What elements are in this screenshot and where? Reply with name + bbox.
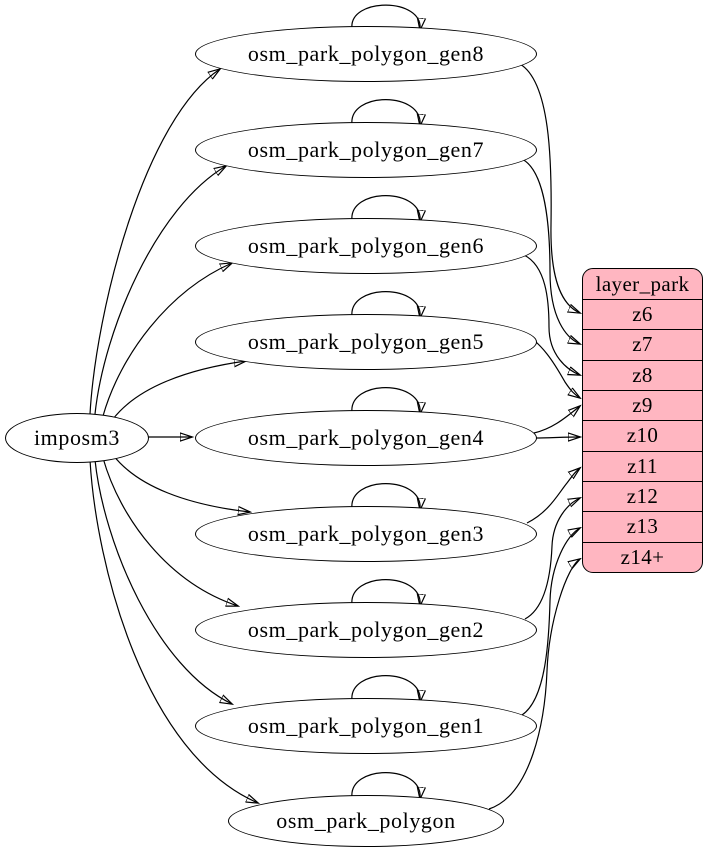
node-osm-park-polygon: osm_park_polygon xyxy=(228,795,504,847)
edge-gen4-z10 xyxy=(534,437,580,438)
edge-gen4-z9 xyxy=(533,406,580,434)
zoom-row-z14plus: z14+ xyxy=(583,541,702,572)
self-loop-gen3 xyxy=(351,483,420,510)
edge-imposm3-gen3 xyxy=(112,454,250,512)
self-loop-polygon xyxy=(351,772,420,799)
zoom-row-z7: z7 xyxy=(583,329,702,359)
zoom-row-z9: z9 xyxy=(583,389,702,420)
edge-gen7-z7 xyxy=(521,158,580,344)
node-osm-park-polygon-gen7: osm_park_polygon_gen7 xyxy=(195,122,537,178)
edge-gen5-z9 xyxy=(519,330,580,398)
self-loop-gen7 xyxy=(351,99,420,126)
node-osm-park-polygon-gen1: osm_park_polygon_gen1 xyxy=(195,698,537,754)
edge-polygon-z14 xyxy=(488,559,580,810)
edge-gen8-z6 xyxy=(519,63,580,313)
zoom-row-z11: z11 xyxy=(583,450,702,481)
edge-imposm3-gen6 xyxy=(102,263,232,417)
node-osm-park-polygon-gen4: osm_park_polygon_gen4 xyxy=(195,410,537,466)
zoom-row-z8: z8 xyxy=(583,359,702,390)
edge-gen2-z12 xyxy=(524,498,580,620)
edge-gen1-z13 xyxy=(521,528,580,716)
edge-imposm3-gen1 xyxy=(94,459,232,704)
self-loop-gen6 xyxy=(351,195,420,222)
self-loop-gen5 xyxy=(351,291,420,318)
edge-imposm3-gen8 xyxy=(89,69,220,415)
edge-imposm3-gen5 xyxy=(112,361,246,420)
node-osm-park-polygon-gen3: osm_park_polygon_gen3 xyxy=(195,506,537,562)
zoom-row-z10: z10 xyxy=(583,420,702,450)
node-osm-park-polygon-gen5: osm_park_polygon_gen5 xyxy=(195,314,537,370)
layer-park-header: layer_park xyxy=(595,271,690,296)
self-loop-gen1 xyxy=(351,675,420,702)
node-osm-park-polygon-gen6: osm_park_polygon_gen6 xyxy=(195,218,537,274)
edge-imposm3-gen2 xyxy=(102,457,238,606)
edge-imposm3-polygon xyxy=(89,459,258,803)
self-loop-gen8 xyxy=(351,4,420,30)
self-loop-edges xyxy=(351,4,420,799)
edges-from-source xyxy=(89,69,258,803)
node-osm-park-polygon-gen8: osm_park_polygon_gen8 xyxy=(195,26,537,82)
node-imposm3: imposm3 xyxy=(5,413,149,463)
edges-to-layer xyxy=(488,63,580,810)
node-osm-park-polygon-gen2: osm_park_polygon_gen2 xyxy=(195,602,537,658)
zoom-row-z12: z12 xyxy=(583,480,702,511)
edge-gen6-z8 xyxy=(523,254,580,375)
zoom-row-z13: z13 xyxy=(583,511,702,541)
edge-imposm3-gen7 xyxy=(94,166,226,415)
layer-park-table: layer_park z6 z7 z8 z9 z10 z11 z12 z13 z… xyxy=(582,268,703,573)
edge-gen3-z11 xyxy=(526,468,580,524)
zoom-row-z6: z6 xyxy=(583,299,702,329)
self-loop-gen2 xyxy=(351,579,420,606)
self-loop-gen4 xyxy=(351,387,420,414)
